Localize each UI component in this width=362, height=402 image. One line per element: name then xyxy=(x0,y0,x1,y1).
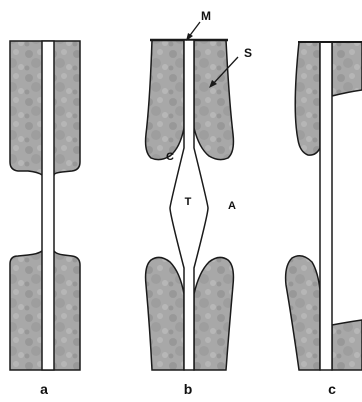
panel-a-membrane-strip xyxy=(42,41,54,370)
panel-b-label-c: C xyxy=(166,151,174,163)
panel-a-label: a xyxy=(40,381,48,397)
panel-c-upper-left-wedge xyxy=(295,42,320,155)
panel-c-lower-right-block xyxy=(332,320,362,370)
panel-b-label-a: A xyxy=(228,200,236,212)
panel-c-membrane-strip xyxy=(320,42,332,370)
panel-c: c xyxy=(286,42,362,397)
panel-b-label-m: M xyxy=(201,9,211,23)
panel-b-lower-right-wedge xyxy=(194,257,233,370)
panel-c-lower-left-wedge xyxy=(286,256,320,370)
panel-b: M S C T A b xyxy=(146,9,252,397)
panel-b-label-t: T xyxy=(185,196,192,208)
panel-c-label: c xyxy=(328,381,336,397)
panel-a: a xyxy=(10,41,80,397)
panel-b-upper-left-wedge xyxy=(146,40,184,160)
panel-b-upper-right-wedge xyxy=(194,40,233,160)
panel-b-label: b xyxy=(184,381,193,397)
panel-c-upper-right-block xyxy=(332,42,362,96)
panel-b-label-s: S xyxy=(244,46,252,60)
panel-b-lower-left-wedge xyxy=(146,257,184,370)
